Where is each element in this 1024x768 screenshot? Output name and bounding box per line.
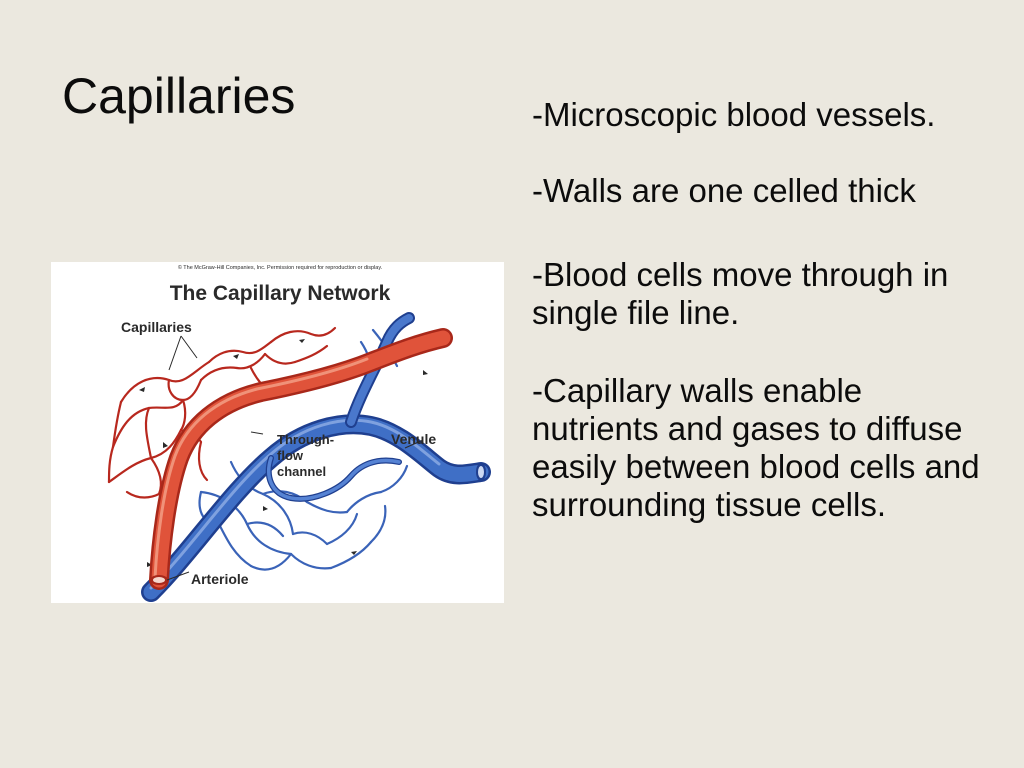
bullet-item: -Capillary walls enable nutrients and ga… [532, 372, 980, 523]
figure-heading: The Capillary Network [170, 282, 391, 305]
slide-title: Capillaries [62, 68, 296, 124]
bullet-list: -Microscopic blood vessels. -Walls are o… [532, 96, 992, 524]
capillary-network-figure: © The McGraw-Hill Companies, Inc. Permis… [51, 262, 504, 603]
arteriole-vessel [149, 328, 453, 590]
label-through-flow-line2: flow [277, 448, 304, 463]
bullet-item: -Blood cells move through in single file… [532, 256, 949, 331]
label-through-flow-line1: Through- [277, 432, 334, 447]
blue-capillary-mesh [198, 328, 409, 571]
capillary-network-diagram: © The McGraw-Hill Companies, Inc. Permis… [107, 264, 491, 602]
bullet-item: -Microscopic blood vessels. [532, 96, 936, 133]
label-capillaries: Capillaries [121, 319, 192, 335]
venule-vessel [141, 312, 491, 602]
figure-copyright: © The McGraw-Hill Companies, Inc. Permis… [178, 264, 383, 271]
label-through-flow-line3: channel [277, 464, 326, 479]
label-leaders [166, 335, 424, 581]
label-arteriole: Arteriole [191, 571, 249, 587]
bullet-item: -Walls are one celled thick [532, 172, 916, 209]
label-venule: Venule [391, 431, 436, 447]
